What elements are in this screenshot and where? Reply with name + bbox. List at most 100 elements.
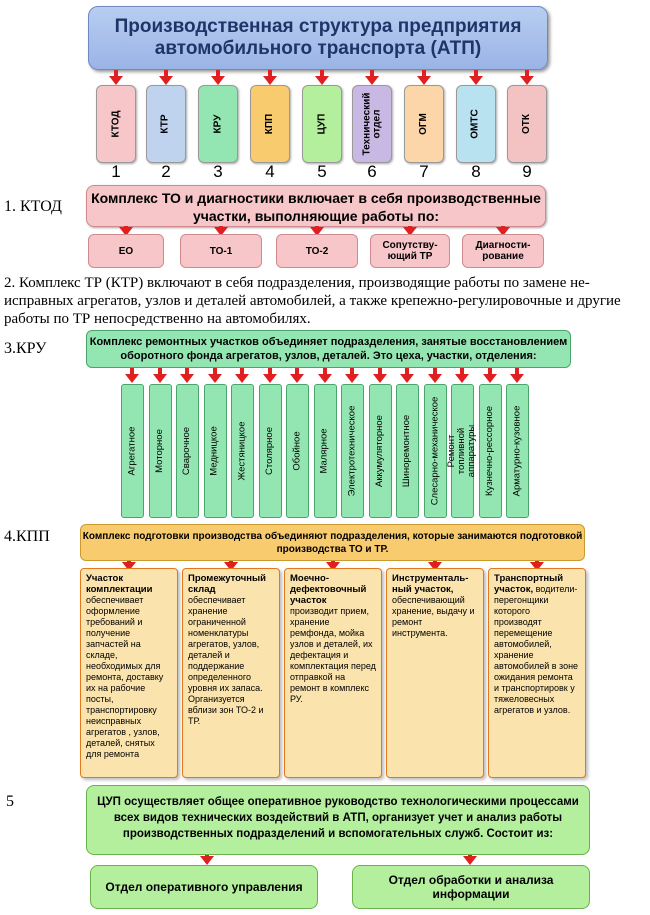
cup-main-box: ЦУП осуществляет общее оперативное руков…	[86, 785, 590, 855]
department-label: Технический отдел	[361, 92, 383, 156]
department-number: 8	[471, 162, 481, 181]
department-box: Технический отдел	[352, 85, 392, 163]
kru-main-box: Комплекс ремонтных участков объединяет п…	[86, 330, 571, 368]
kru-item-label: Малярное	[319, 428, 330, 474]
department-box: ЦУП	[302, 85, 342, 163]
arrow-head-icon	[180, 374, 194, 383]
ktod-item: ТО-2	[276, 234, 358, 268]
arrow-head-icon	[159, 76, 173, 85]
department-number: 9	[522, 162, 532, 181]
arrow-head-icon	[482, 374, 497, 383]
arrow-head-icon	[510, 374, 524, 383]
arrow-stem	[185, 368, 189, 374]
kpp-item-body: обеспечивает оформление требований и пол…	[86, 595, 164, 759]
kpp-item-head: Промежуточный склад	[188, 573, 266, 595]
arrow-head-icon	[214, 227, 228, 236]
arrow-head-icon	[428, 562, 442, 571]
kru-item: Арматурно-кузовное	[506, 384, 529, 518]
arrow-stem	[433, 561, 437, 562]
department-number: 1	[111, 162, 121, 181]
kru-item-label: Кузнечно-рессорное	[484, 405, 495, 497]
diagram-title: Производственная структура предприятия а…	[88, 6, 548, 70]
arrow-head-icon	[365, 76, 379, 85]
kru-item-label: Жестяницкое	[236, 421, 248, 481]
arrow-stem	[124, 226, 128, 227]
arrow-stem	[219, 226, 223, 227]
arrow-stem	[127, 561, 131, 562]
kru-item: Малярное	[313, 384, 337, 518]
arrow-head-icon	[326, 562, 340, 571]
kru-item-label: Столярное	[264, 427, 275, 475]
kru-item-label: Слесарно-механическое	[429, 396, 441, 506]
arrow-head-icon	[400, 374, 414, 383]
kru-item-label: Арматурно-кузовное	[511, 405, 523, 497]
ktod-item: ЕО	[88, 234, 164, 268]
kpp-item-body: обеспечивающий хранение, выдачу и ремонт…	[392, 595, 475, 638]
arrow-stem	[240, 368, 244, 374]
kpp-item-head: Моечно-дефектовочный участок	[290, 573, 367, 606]
arrow-head-icon	[310, 227, 324, 236]
arrow-head-icon	[345, 374, 359, 383]
arrow-stem	[422, 70, 426, 76]
department-label: ОГМ	[418, 113, 429, 135]
kpp-item: Транспортный участок, водители-перегонщи…	[488, 568, 586, 778]
arrow-head-icon	[403, 227, 417, 236]
arrow-head-icon	[152, 374, 167, 383]
department-label: КРУ	[212, 114, 223, 134]
kru-item-label: Шиноремонтное	[401, 414, 413, 488]
arrow-stem	[229, 561, 233, 562]
arrow-head-icon	[119, 227, 133, 236]
arrow-stem	[432, 368, 437, 374]
arrow-stem	[405, 368, 409, 374]
kpp-item: Моечно-дефектовочный участок производит …	[284, 568, 382, 778]
kru-item: Жестяницкое	[231, 384, 254, 518]
arrow-stem	[377, 368, 382, 374]
cup-label: 5	[6, 793, 14, 810]
arrow-stem	[295, 368, 299, 374]
kru-item-label: Электротехническое	[346, 405, 358, 497]
arrow-stem	[320, 70, 324, 76]
kru-item: Кузнечно-рессорное	[478, 384, 502, 518]
kpp-label: 4.КПП	[4, 528, 50, 545]
arrow-stem	[212, 368, 217, 374]
arrow-head-icon	[290, 374, 304, 383]
department-label: ОТК	[521, 114, 532, 134]
department-label: КТОД	[109, 110, 121, 138]
kru-item-label: Агрегатное	[126, 426, 138, 476]
kpp-item: Промежуточный склад обеспечивает хранени…	[182, 568, 280, 778]
kru-item-label: Сварочное	[181, 426, 193, 476]
ktod-item: Диагности-рование	[462, 234, 544, 268]
kru-item-label: Аккумуляторное	[374, 415, 386, 487]
arrow-head-icon	[463, 856, 477, 865]
kru-item: Ремонт топливной аппаратуры	[447, 384, 478, 518]
kru-item-label: Обойное	[291, 431, 303, 471]
arrow-stem	[525, 70, 529, 76]
kpp-item-body: водители-перегонщики которого производят…	[494, 584, 579, 715]
kpp-item: Инструменталь-ный участок, обеспечивающи…	[386, 568, 484, 778]
arrow-head-icon	[427, 374, 442, 383]
department-number: 7	[419, 162, 429, 181]
arrow-stem	[315, 226, 319, 227]
arrow-stem	[501, 226, 505, 227]
kru-item-label: Моторное	[154, 429, 166, 473]
kru-item: Медницкое	[203, 384, 227, 518]
ktod-item: Сопутству-ющий ТР	[370, 234, 450, 268]
department-box: КТОД	[96, 85, 136, 163]
arrow-head-icon	[263, 76, 277, 85]
department-number: 2	[161, 162, 171, 181]
department-label: КПП	[263, 113, 275, 135]
arrow-stem	[216, 70, 220, 76]
arrow-head-icon	[122, 562, 136, 571]
arrow-head-icon	[207, 374, 222, 383]
kru-item: Сварочное	[176, 384, 199, 518]
arrow-head-icon	[417, 76, 431, 85]
arrow-head-icon	[200, 856, 214, 865]
arrow-stem	[130, 368, 134, 374]
arrow-stem	[535, 561, 539, 562]
arrow-head-icon	[235, 374, 249, 383]
kru-item: Моторное	[148, 384, 172, 518]
kpp-item-body: обеспечивает хранение ограниченной номен…	[188, 595, 264, 726]
arrow-stem	[331, 561, 335, 562]
department-number: 5	[317, 162, 327, 181]
department-label: ОМТС	[469, 109, 481, 139]
